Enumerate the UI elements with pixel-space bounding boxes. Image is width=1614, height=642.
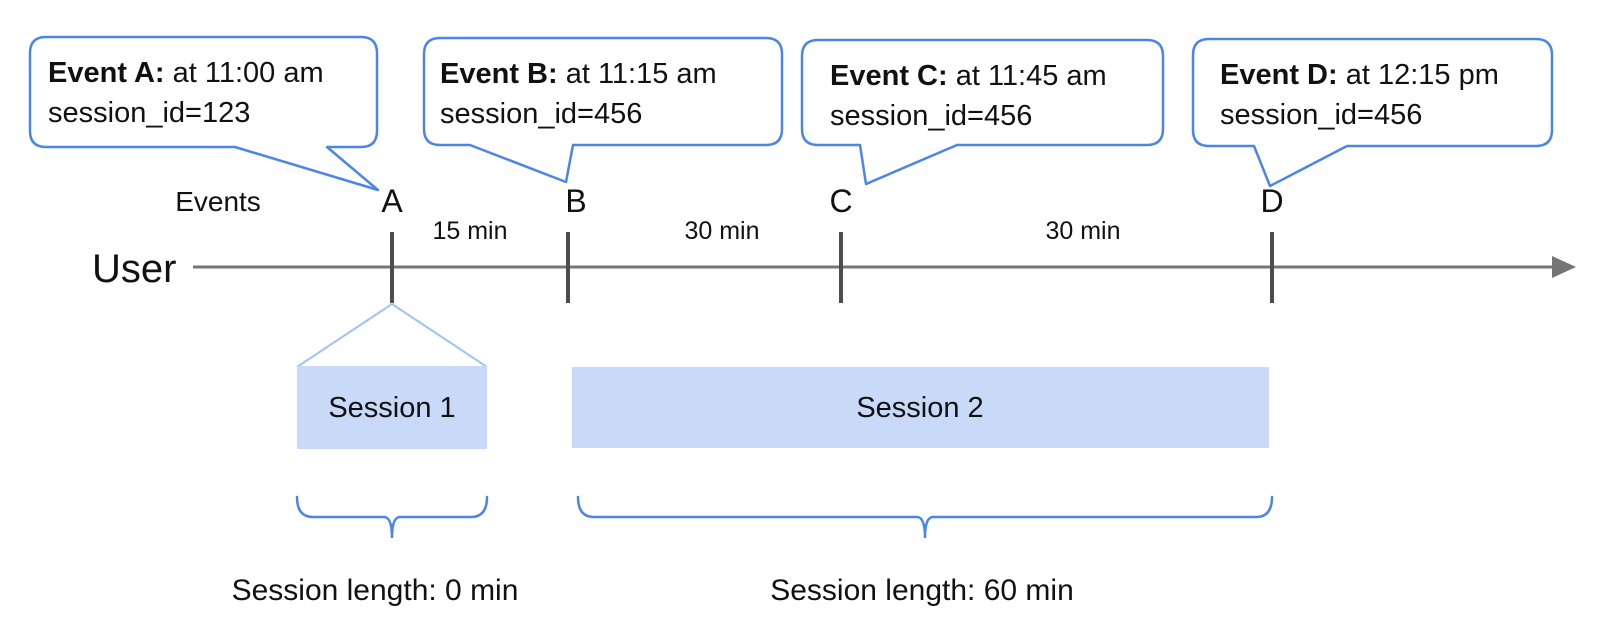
event-c-time-line: Event C: at 11:45 am: [830, 56, 1107, 96]
event-b-time: at 11:15 am: [557, 58, 717, 90]
session-2-box: [572, 367, 1269, 448]
event-c-callout-text: Event C: at 11:45 am session_id=456: [830, 56, 1107, 136]
session-2-brace: [576, 495, 1274, 539]
interval-b-c-label: 30 min: [684, 217, 760, 245]
event-b-callout-text: Event B: at 11:15 am session_id=456: [440, 54, 717, 134]
event-b-title: Event B:: [440, 58, 558, 90]
session-2-label: Session 2: [856, 392, 984, 424]
event-d-title: Event D:: [1220, 59, 1338, 91]
event-c-callout-bubble: [800, 38, 1165, 186]
session-1-length-label: Session length: 0 min: [231, 574, 519, 607]
session-1-funnel-lines: [296, 302, 488, 368]
event-d-session-id: session_id=456: [1220, 99, 1423, 131]
interval-c-d-label: 30 min: [1045, 217, 1121, 245]
event-a-time-line: Event A: at 11:00 am: [48, 53, 324, 93]
event-c-session-id: session_id=456: [830, 100, 1033, 132]
session-2-length-label: Session length: 60 min: [770, 574, 1074, 607]
event-b-time-line: Event B: at 11:15 am: [440, 54, 717, 94]
event-a-callout-bubble: [28, 35, 380, 192]
event-b-marker-letter: B: [565, 183, 587, 219]
event-a-callout-text: Event A: at 11:00 am session_id=123: [48, 53, 324, 133]
event-d-callout-bubble: [1191, 37, 1554, 188]
session-1-box: [297, 366, 487, 449]
event-d-marker-letter: D: [1260, 183, 1284, 219]
event-a-title: Event A:: [48, 57, 165, 89]
event-b-callout-bubble: [422, 36, 784, 184]
interval-a-b-label: 15 min: [432, 217, 508, 245]
events-row-label: Events: [175, 186, 261, 217]
session-1-label: Session 1: [328, 392, 456, 424]
event-d-time: at 12:15 pm: [1337, 59, 1499, 91]
event-d-callout-text: Event D: at 12:15 pm session_id=456: [1220, 55, 1499, 135]
event-b-session-id: session_id=456: [440, 98, 643, 130]
user-timeline-label: User: [92, 247, 177, 291]
event-a-time: at 11:00 am: [164, 57, 324, 89]
session-1-brace: [295, 495, 489, 539]
event-c-title: Event C:: [830, 60, 948, 92]
event-a-session-id: session_id=123: [48, 97, 251, 129]
event-d-time-line: Event D: at 12:15 pm: [1220, 55, 1499, 95]
event-c-time: at 11:45 am: [947, 60, 1107, 92]
timeline-arrowhead-icon: [1552, 256, 1576, 278]
event-a-marker-letter: A: [381, 183, 403, 219]
event-c-marker-letter: C: [829, 183, 853, 219]
